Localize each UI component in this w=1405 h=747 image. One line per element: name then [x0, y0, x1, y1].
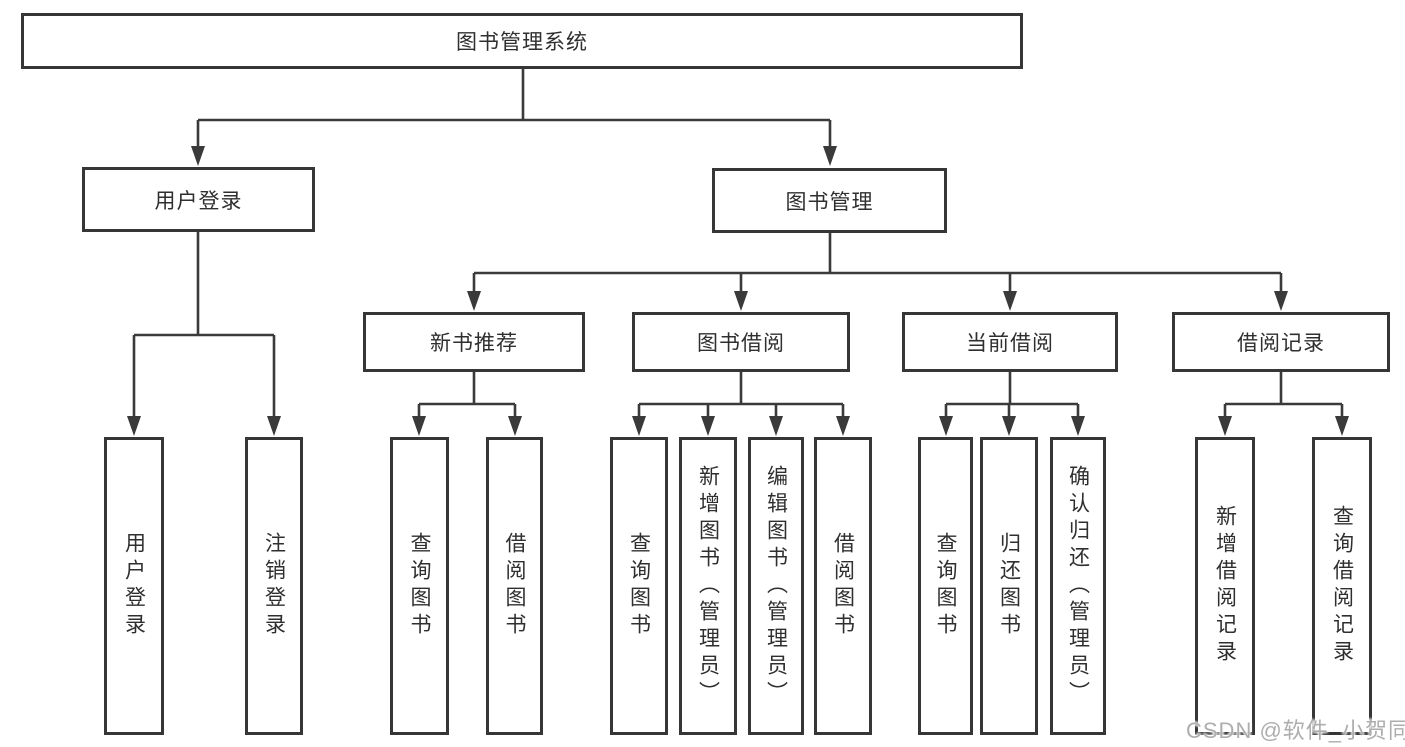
node-label: 借阅图书 — [503, 532, 526, 640]
node-leaf-borrow-books: 借阅图书 — [814, 437, 872, 735]
node-label: 新增图书（管理员） — [696, 464, 720, 708]
node-label: 查询图书 — [934, 532, 957, 640]
node-label: 用户登录 — [154, 189, 243, 213]
csdn-watermark: CSDN @软件_小贺同学 — [1186, 718, 1405, 743]
node-label: 借阅记录 — [1237, 332, 1325, 355]
node-book-borrow: 图书借阅 — [632, 312, 850, 372]
node-leaf-edit-books-admin: 编辑图书（管理员） — [748, 437, 804, 735]
node-leaf-query-books-current: 查询图书 — [918, 437, 973, 735]
node-leaf-confirm-return-admin: 确认归还（管理员） — [1050, 437, 1106, 735]
node-library-management-system: 图书管理系统 — [21, 13, 1023, 69]
node-label: 注销登录 — [262, 532, 286, 640]
node-leaf-borrow-books-recommend: 借阅图书 — [486, 437, 543, 735]
node-label: 借阅图书 — [831, 532, 855, 640]
node-leaf-query-books-recommend: 查询图书 — [390, 437, 449, 735]
node-new-book-recommend: 新书推荐 — [363, 312, 585, 372]
node-label: 新书推荐 — [430, 332, 518, 355]
node-leaf-return-books: 归还图书 — [980, 437, 1038, 735]
node-current-borrow: 当前借阅 — [902, 312, 1118, 372]
node-label: 新增借阅记录 — [1213, 505, 1237, 667]
node-label: 用户登录 — [122, 532, 146, 640]
node-leaf-query-borrow-record: 查询借阅记录 — [1312, 437, 1372, 735]
node-label: 图书管理系统 — [456, 31, 588, 54]
node-label: 查询图书 — [408, 532, 431, 640]
node-user-login: 用户登录 — [82, 167, 315, 232]
node-leaf-logout: 注销登录 — [245, 437, 303, 735]
node-label: 确认归还（管理员） — [1066, 464, 1090, 708]
node-leaf-add-books-admin: 新增图书（管理员） — [679, 437, 737, 735]
node-label: 归还图书 — [997, 532, 1021, 640]
node-leaf-add-borrow-record: 新增借阅记录 — [1195, 437, 1255, 735]
node-label: 图书借阅 — [697, 332, 785, 355]
node-label: 当前借阅 — [966, 332, 1054, 355]
node-borrow-records: 借阅记录 — [1172, 312, 1390, 372]
node-leaf-user-login: 用户登录 — [104, 437, 164, 735]
node-label: 查询借阅记录 — [1330, 505, 1354, 667]
node-label: 编辑图书（管理员） — [764, 464, 788, 708]
node-leaf-query-books: 查询图书 — [610, 437, 668, 735]
node-label: 图书管理 — [785, 190, 874, 214]
node-label: 查询图书 — [627, 532, 651, 640]
node-book-management: 图书管理 — [712, 168, 947, 233]
